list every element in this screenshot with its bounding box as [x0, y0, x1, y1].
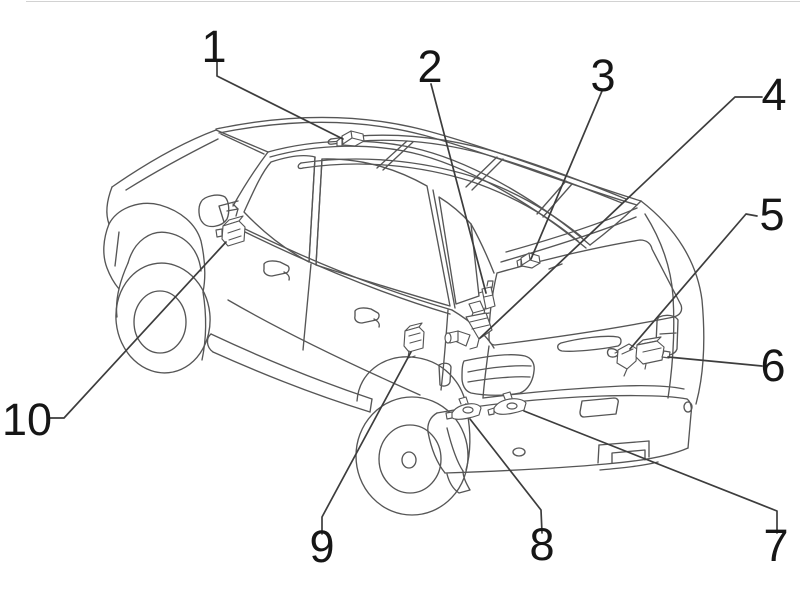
callout-2-leader [430, 83, 487, 294]
callout-9-label: 9 [309, 521, 334, 572]
front-wheel-rim [133, 290, 187, 354]
callout-4-label: 4 [761, 69, 786, 120]
b-pillar [308, 156, 316, 263]
callout-8-label: 8 [529, 519, 554, 570]
component-7 [487, 391, 527, 416]
quarter-window [438, 196, 480, 305]
callout-4-leader [479, 96, 763, 339]
callout-5-leader [629, 213, 758, 350]
rear-wheel-tire [355, 396, 469, 516]
liftgate-spoiler [505, 207, 638, 253]
component-1 [336, 130, 365, 147]
front-end [103, 129, 269, 374]
component-3 [516, 252, 541, 269]
callout-2-label: 2 [417, 41, 442, 92]
callout-8-leader [469, 418, 543, 534]
callout-10-label: 10 [2, 394, 52, 445]
left-taillight [461, 354, 535, 396]
beltline [238, 225, 453, 311]
front-door-window [243, 154, 316, 263]
parking-sensor [683, 401, 693, 413]
callout-leader-lines [47, 61, 778, 535]
callout-5-label: 5 [759, 189, 784, 240]
callout-3-leader [530, 90, 603, 260]
license-plate-recess [579, 397, 619, 418]
running-board [210, 333, 373, 400]
callout-7-leader [523, 410, 778, 534]
roof [215, 116, 642, 270]
callout-7-label: 7 [763, 520, 788, 571]
rear-door-handle [354, 307, 380, 324]
component-9 [403, 322, 425, 359]
callout-1-label: 1 [201, 21, 226, 72]
front-wheel-tire [115, 262, 211, 374]
rear-wheel [355, 356, 471, 516]
callout-10-leader [47, 241, 227, 419]
component-6 [635, 336, 671, 370]
side-body [206, 225, 495, 413]
callout-1-leader [216, 61, 344, 140]
rear-window [488, 239, 683, 346]
callout-9-leader [321, 351, 412, 535]
glasshouse [243, 154, 495, 309]
front-door-handle [263, 260, 290, 277]
component-8 [445, 396, 482, 420]
tailgate-garnish [557, 335, 622, 352]
component-10 [215, 215, 246, 247]
side-mirror [198, 194, 239, 228]
roof-rack [297, 134, 627, 242]
callout-3-label: 3 [590, 50, 615, 101]
component-glyphs [215, 130, 671, 420]
parking-sensor [512, 447, 526, 457]
component-5 [614, 343, 638, 377]
callout-6-label: 6 [760, 340, 785, 391]
rear-door-window [315, 158, 451, 307]
callout-6-leader [667, 356, 763, 367]
callout-labels: 1 2 3 4 5 6 7 8 9 10 [2, 21, 789, 572]
component-4 [444, 300, 493, 350]
vehicle-illustration [103, 116, 705, 516]
rear-wheel-rim [378, 424, 442, 494]
